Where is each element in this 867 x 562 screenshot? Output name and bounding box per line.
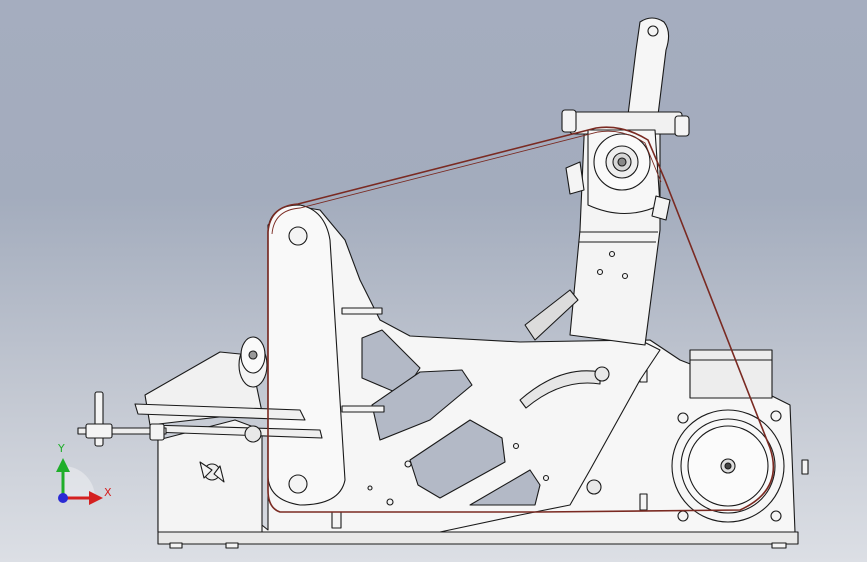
adjust-collar xyxy=(149,423,165,441)
top-handle xyxy=(627,17,670,116)
wing-nut-tab xyxy=(199,461,213,479)
clamp-lever-right xyxy=(651,195,671,221)
y-arrow-icon xyxy=(56,458,70,472)
small-hole xyxy=(542,474,550,482)
triad-arc xyxy=(63,466,95,498)
frame-cutout xyxy=(371,369,473,441)
frame-cutout xyxy=(409,419,506,499)
small-hole xyxy=(386,498,394,506)
foot-mid xyxy=(225,542,239,549)
table-knob-center xyxy=(248,350,258,360)
handle-hole xyxy=(647,25,659,37)
x-arrow-icon xyxy=(89,491,103,505)
tie-rod xyxy=(341,405,385,413)
bracket-bolt-left xyxy=(561,109,577,133)
motor-box xyxy=(689,349,773,399)
bracket-bolt-right xyxy=(674,115,690,137)
tie-rod xyxy=(341,307,383,315)
small-hole xyxy=(608,250,616,258)
frame-bolt xyxy=(594,366,610,382)
support-strut xyxy=(524,289,579,341)
tool-rest xyxy=(134,403,306,421)
adjust-nut xyxy=(85,423,113,439)
wing-nut-tab xyxy=(213,465,225,483)
frame-cutout xyxy=(469,469,541,506)
housing-hole xyxy=(770,410,782,422)
housing-hole xyxy=(677,510,689,522)
coordinate-triad: Y X xyxy=(56,442,112,505)
housing-hole xyxy=(677,412,689,424)
small-hole xyxy=(367,485,373,491)
small-hole xyxy=(512,442,520,450)
foot-right xyxy=(771,542,787,549)
sanding-belt xyxy=(267,126,775,513)
small-hole xyxy=(404,460,412,468)
frame-bolt xyxy=(244,425,262,443)
drive-pulley-axle xyxy=(724,462,732,470)
sanding-belt-back xyxy=(271,130,662,235)
clamp-lever-left xyxy=(565,161,585,195)
adjust-rod xyxy=(77,427,167,435)
frame-bolt xyxy=(586,479,602,495)
base-plate xyxy=(157,531,799,545)
idler-wheel-bore xyxy=(617,157,627,167)
foot-left xyxy=(169,542,183,549)
belt-guide xyxy=(331,511,342,529)
y-axis-label: Y xyxy=(57,442,65,455)
pivot-hole-top xyxy=(288,226,308,246)
x-axis-label: X xyxy=(104,486,112,499)
housing-slot xyxy=(639,493,648,511)
arc-slot xyxy=(519,370,601,409)
small-hole xyxy=(596,268,604,276)
small-hole xyxy=(621,272,629,280)
housing-hole xyxy=(770,510,782,522)
z-axis-dot-icon xyxy=(58,493,68,503)
pivot-hole-bottom xyxy=(288,474,308,494)
housing-slot xyxy=(801,459,809,475)
